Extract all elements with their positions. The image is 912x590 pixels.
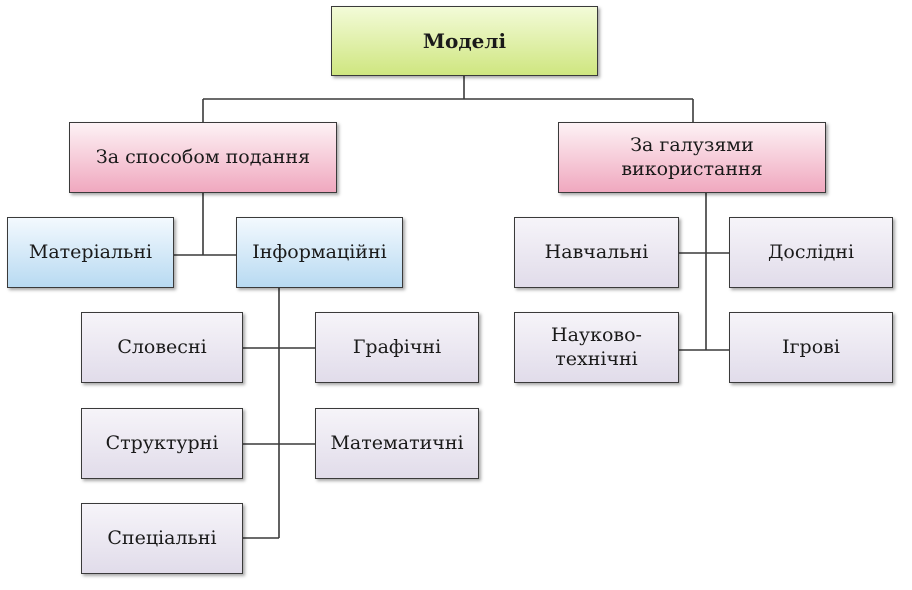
node-special-label: Спеціальні [107, 526, 217, 549]
node-material-label: Матеріальні [28, 240, 153, 263]
node-verbal-label: Словесні [117, 335, 207, 358]
category-by-field: За галузями використання [558, 122, 826, 193]
node-research-label: Дослідні [767, 240, 855, 263]
node-special: Спеціальні [81, 503, 243, 574]
node-material: Матеріальні [7, 217, 174, 288]
node-scientific-technical: Науково- технічні [514, 312, 679, 383]
node-informational-label: Інформаційні [252, 240, 387, 263]
node-game: Ігрові [729, 312, 893, 383]
category-by-presentation-label: За способом подання [95, 145, 311, 168]
node-graphic: Графічні [315, 312, 479, 383]
node-scientific-technical-label: Науково- технічні [551, 323, 642, 370]
node-graphic-label: Графічні [352, 335, 442, 358]
root-node-models: Моделі [331, 6, 598, 76]
category-by-presentation: За способом подання [69, 122, 337, 193]
node-verbal: Словесні [81, 312, 243, 383]
node-structural: Структурні [81, 408, 243, 479]
node-educational-label: Навчальні [544, 240, 649, 263]
node-educational: Навчальні [514, 217, 679, 288]
root-label: Моделі [422, 28, 507, 53]
node-mathematical-label: Математичні [330, 431, 464, 454]
node-informational: Інформаційні [236, 217, 403, 288]
node-mathematical: Математичні [315, 408, 479, 479]
node-game-label: Ігрові [782, 335, 840, 358]
category-by-field-label: За галузями використання [621, 133, 763, 180]
node-research: Дослідні [729, 217, 893, 288]
node-structural-label: Структурні [105, 431, 219, 454]
